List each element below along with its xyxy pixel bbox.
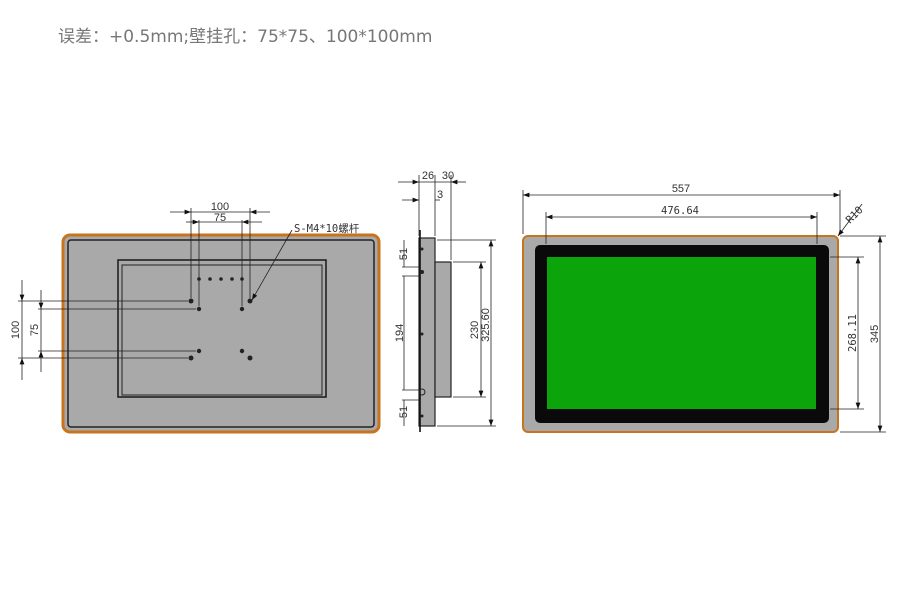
dim-vesa-100-vertical: 100	[10, 321, 22, 339]
dim-vesa-75-vertical: 75	[29, 324, 41, 336]
dim-front-height: 345	[869, 325, 881, 343]
back-view: 100 75 100 75 S-M4*10螺杆	[10, 201, 381, 434]
back-housing	[61, 233, 381, 434]
dim-side-325-60: 325.60	[480, 308, 492, 342]
back-mount-frame-inner	[121, 264, 323, 396]
vesa-holes	[188, 277, 253, 361]
dim-side-26: 26	[422, 170, 434, 182]
side-view: 26 30 3 51 194 51 230 325.60	[394, 170, 496, 432]
front-view: 557 476.64 R10 268.11 345	[522, 183, 886, 433]
dim-vesa-75-horizontal: 75	[214, 212, 226, 224]
display-area	[547, 257, 816, 409]
dim-side-3: 3	[437, 189, 443, 201]
dim-side-51-top: 51	[398, 248, 410, 260]
spec-note: 误差：+0.5mm;壁挂孔：75*75、100*100mm	[58, 27, 433, 47]
screw-label: S-M4*10螺杆	[294, 222, 360, 235]
back-mount-frame	[117, 259, 327, 398]
dim-side-51-bottom: 51	[398, 406, 410, 418]
dim-vesa-100-horizontal: 100	[211, 201, 229, 213]
dim-side-30: 30	[442, 170, 454, 182]
dim-screen-width: 476.64	[661, 205, 699, 217]
dim-side-230: 230	[469, 321, 481, 339]
dim-front-width: 557	[672, 183, 690, 195]
dim-corner-radius: R10	[844, 204, 866, 226]
back-inner-edge	[67, 239, 375, 428]
dim-screen-height: 268.11	[847, 314, 859, 352]
side-housing	[418, 237, 436, 427]
dim-side-194: 194	[394, 324, 406, 342]
side-back-cover	[434, 261, 452, 398]
